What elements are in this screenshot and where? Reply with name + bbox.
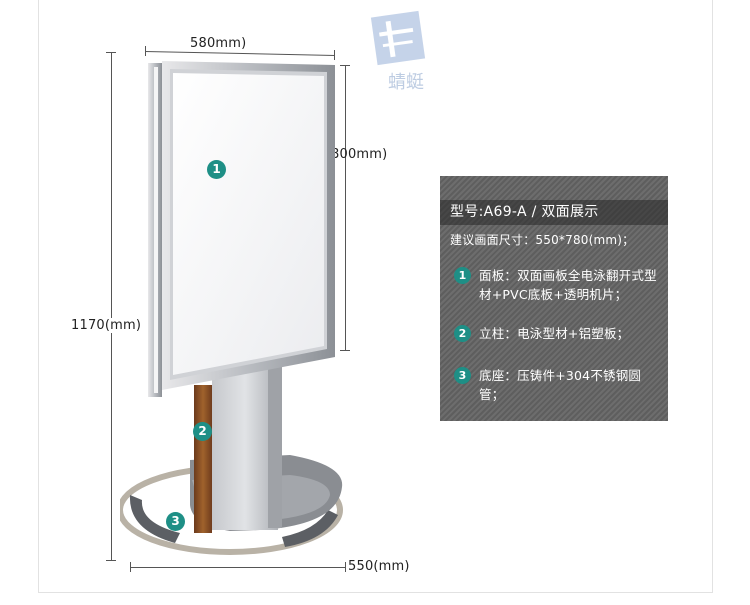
- panel-height-tick-bottom: [340, 350, 350, 351]
- panel-height-label: 800mm): [331, 147, 388, 162]
- base-width-tick-left: [130, 562, 131, 572]
- total-height-tick-bottom: [106, 560, 116, 561]
- base-width-dim-line: [130, 567, 345, 568]
- width-dim-tick-right: [334, 50, 335, 60]
- spec-panel: 型号:A69-A / 双面展示 建议画面尺寸：550*780(mm)； 1 面板…: [440, 176, 668, 421]
- spec-item-number: 3: [454, 367, 471, 384]
- watermark-text: 蜻蜓: [388, 72, 424, 93]
- spec-item-text: 底座：压铸件+304不锈钢圆管；: [479, 368, 642, 402]
- poster-stand-illustration: [120, 61, 343, 555]
- total-height-tick-top: [106, 52, 116, 53]
- spec-item-post: 2 立柱：电泳型材+铝塑板；: [454, 324, 659, 343]
- model-title: 型号:A69-A / 双面展示: [440, 200, 668, 225]
- spec-item-text: 面板：双面画板全电泳翻开式型材+PVC底板+透明机片；: [479, 268, 657, 302]
- marker-3: 3: [166, 512, 185, 531]
- marker-1: 1: [207, 160, 226, 179]
- spec-item-panel: 1 面板：双面画板全电泳翻开式型材+PVC底板+透明机片；: [454, 266, 659, 304]
- base-width-tick-right: [345, 562, 346, 572]
- spec-item-base: 3 底座：压铸件+304不锈钢圆管；: [454, 366, 659, 404]
- width-dim-tick-left: [145, 46, 146, 56]
- width-label: 580mm): [190, 36, 247, 51]
- base-width-label: 550(mm): [348, 559, 410, 574]
- content-frame: [38, 0, 713, 593]
- total-height-dim-line: [111, 52, 112, 560]
- suggested-size: 建议画面尺寸：550*780(mm)；: [450, 233, 635, 247]
- panel-height-dim-line: [345, 65, 346, 350]
- spec-item-number: 2: [454, 325, 471, 342]
- marker-2: 2: [193, 422, 212, 441]
- spec-item-number: 1: [454, 267, 471, 284]
- spec-item-text: 立柱：电泳型材+铝塑板；: [479, 326, 630, 341]
- dragonfly-logo-icon: 蜻蜓: [370, 10, 426, 93]
- total-height-label: 1170(mm): [71, 318, 142, 333]
- panel-height-tick-top: [340, 65, 350, 66]
